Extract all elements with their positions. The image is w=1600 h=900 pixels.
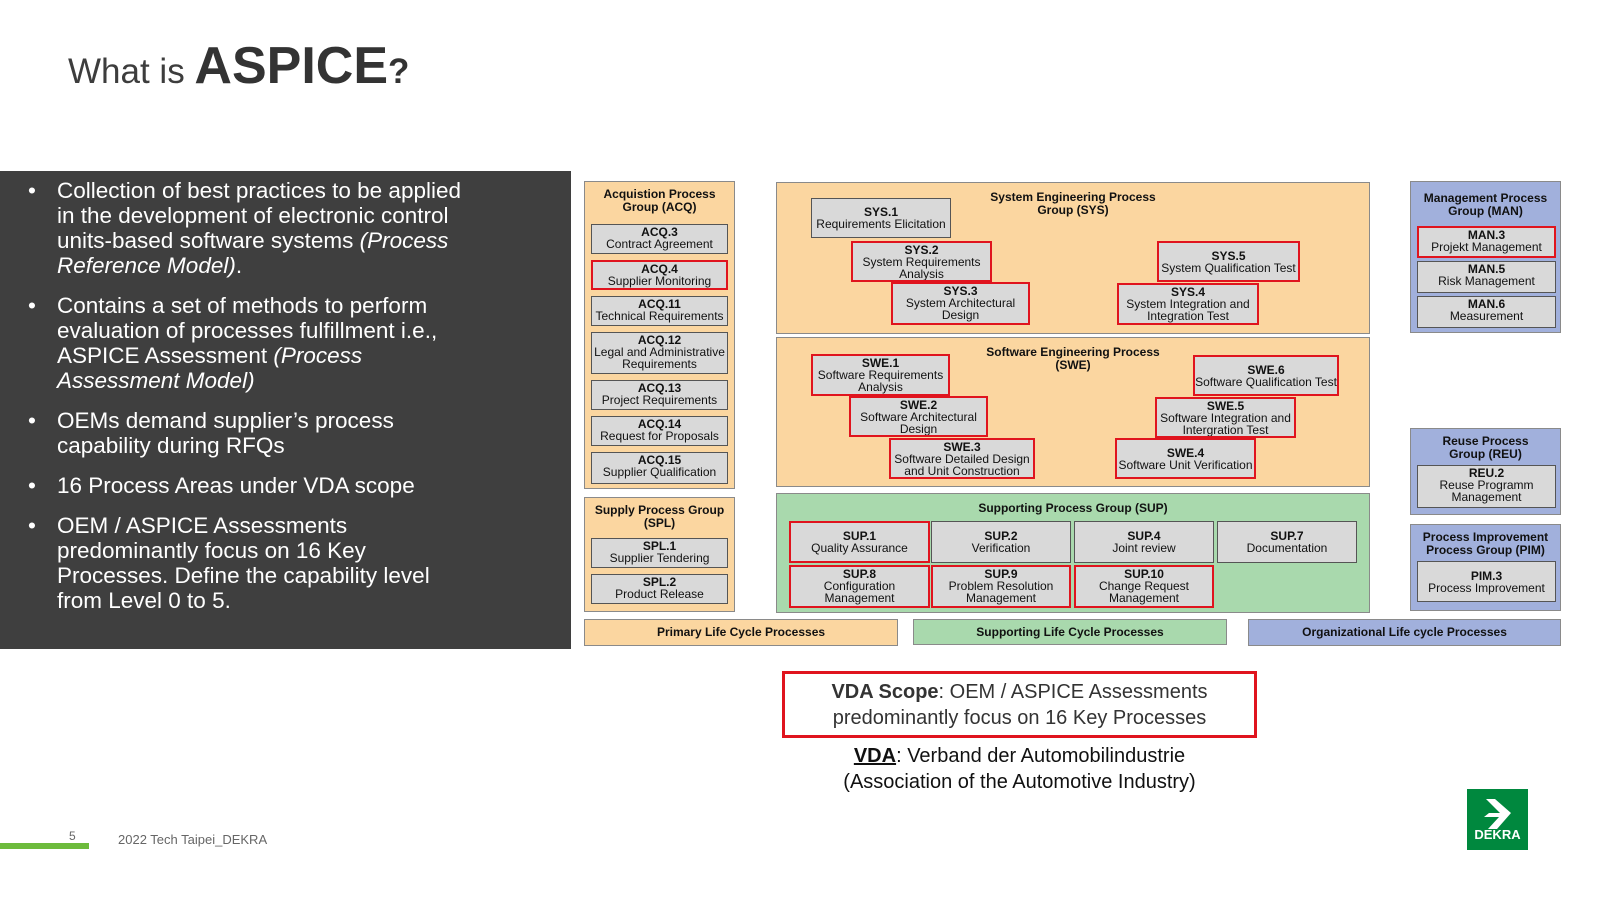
- bullet-item: •Collection of best practices to be appl…: [28, 178, 461, 278]
- primary-lifecycle-bar: Primary Life Cycle Processes: [584, 619, 898, 646]
- sys-group: System Engineering Process Group (SYS) S…: [776, 182, 1370, 334]
- bullet-dot-icon: •: [28, 473, 36, 498]
- bullet-item: •OEMs demand supplier’s process capabili…: [28, 408, 394, 458]
- bullet-dot-icon: •: [28, 293, 36, 318]
- dekra-logo-icon: [1484, 799, 1511, 829]
- bullet-dot-icon: •: [28, 513, 36, 538]
- vda-definition: VDA: Verband der Automobilindustrie(Asso…: [843, 745, 1196, 793]
- vda-scope-callout: VDA Scope: OEM / ASPICE Assessments pred…: [782, 671, 1257, 738]
- page-title: What is ASPICE?: [68, 37, 410, 95]
- swe-group: Software Engineering Process (SWE) SWE.1…: [776, 337, 1370, 487]
- logo-text: DEKRA: [1474, 827, 1521, 842]
- bullet-list: •Collection of best practices to be appl…: [28, 178, 470, 628]
- bullet-dot-icon: •: [28, 178, 36, 203]
- footer-text: 2022 Tech Taipei_DEKRA: [118, 832, 268, 847]
- spl-group-title: Supply Process Group (SPL): [594, 503, 725, 530]
- organizational-lifecycle-bar: Organizational Life cycle Processes: [1248, 619, 1561, 646]
- footer-accent-bar: [0, 843, 89, 849]
- sup-group-title: Supporting Process Group (SUP): [978, 501, 1168, 515]
- page-number: 5: [69, 829, 76, 843]
- bullet-item: •16 Process Areas under VDA scope: [28, 473, 415, 498]
- supporting-lifecycle-bar: Supporting Life Cycle Processes: [913, 619, 1227, 645]
- bullet-item: •OEM / ASPICE Assessments predominantly …: [28, 513, 430, 613]
- man-group-title: Management Process Group (MAN): [1423, 191, 1548, 218]
- bullet-panel: [0, 171, 571, 649]
- acq-group-title: Acquistion Process Group (ACQ): [603, 187, 716, 214]
- dekra-logo: DEKRA: [1467, 789, 1528, 850]
- pim-group: Process Improvement Process Group (PIM) …: [1410, 524, 1561, 611]
- pim-group-title: Process Improvement Process Group (PIM): [1422, 530, 1549, 557]
- bullet-item: •Contains a set of methods to perform ev…: [28, 293, 438, 393]
- reu-group-title: Reuse Process Group (REU): [1442, 434, 1529, 461]
- sys-group-title: System Engineering Process Group (SYS): [990, 190, 1156, 217]
- swe-group-title: Software Engineering Process (SWE): [986, 345, 1160, 372]
- bullet-dot-icon: •: [28, 408, 36, 433]
